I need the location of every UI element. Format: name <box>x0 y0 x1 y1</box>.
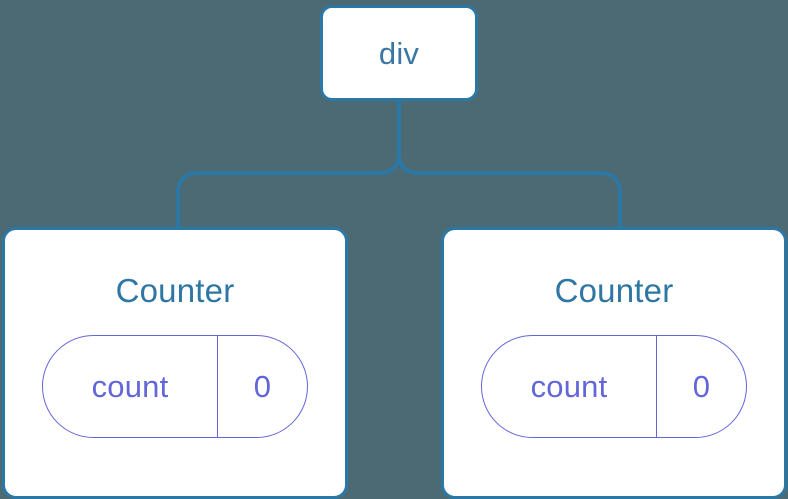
state-pill-divider <box>656 336 657 437</box>
connector-branch-left <box>176 154 401 229</box>
state-pill-count[interactable]: count 0 <box>481 335 747 438</box>
node-div[interactable]: div <box>320 5 478 101</box>
state-key-label: count <box>530 369 608 404</box>
state-key-label: count <box>91 369 169 404</box>
node-counter-right[interactable]: Counter count 0 <box>441 227 787 499</box>
node-counter-left[interactable]: Counter count 0 <box>2 227 348 499</box>
state-value-label: 0 <box>692 369 711 404</box>
node-title: Counter <box>554 272 674 309</box>
state-pill-count[interactable]: count 0 <box>42 335 308 438</box>
state-value-label: 0 <box>253 369 272 404</box>
connector-branch-right <box>397 154 622 229</box>
state-pill-divider <box>217 336 218 437</box>
node-title: Counter <box>115 272 235 309</box>
node-title: div <box>378 35 420 71</box>
